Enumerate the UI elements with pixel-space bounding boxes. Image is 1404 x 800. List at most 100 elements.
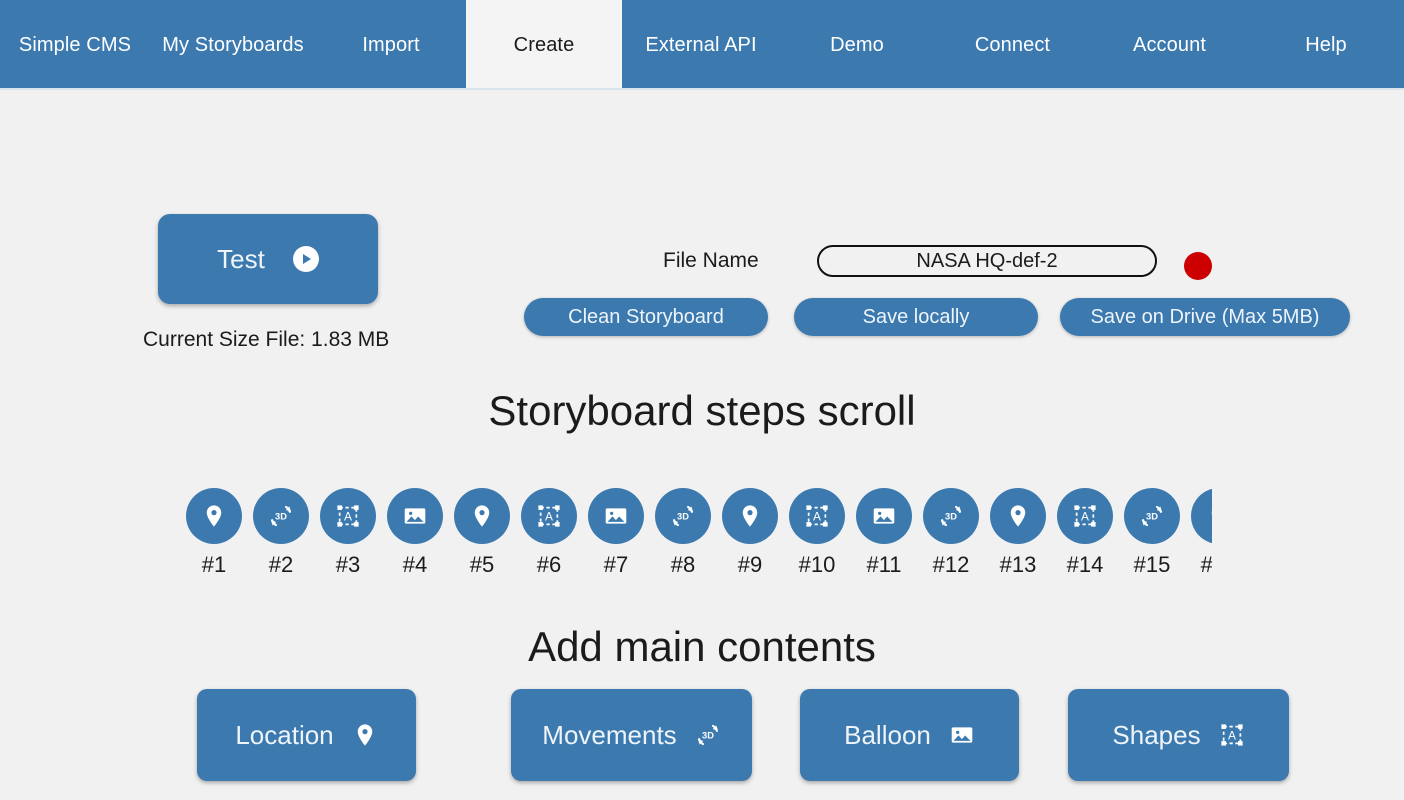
storyboard-step[interactable]: A #3 (320, 488, 376, 578)
nav-item-import[interactable]: Import (316, 0, 466, 90)
storyboard-step[interactable]: 3D #8 (655, 488, 711, 578)
storyboard-step[interactable]: #1 (186, 488, 242, 578)
shapes-text-box-icon[interactable]: A (320, 488, 376, 544)
svg-text:A: A (344, 510, 352, 524)
location-pin-icon[interactable] (722, 488, 778, 544)
content-button-label: Location (235, 719, 334, 750)
storyboard-step-label: #2 (268, 552, 294, 577)
svg-text:A: A (1228, 729, 1236, 743)
3d-rotate-icon[interactable]: 3D (1124, 488, 1180, 544)
location-pin-icon (352, 722, 378, 748)
image-icon[interactable] (856, 488, 912, 544)
3d-rotate-icon[interactable]: 3D (253, 488, 309, 544)
nav-label: Account (1133, 33, 1206, 56)
clean-storyboard-button[interactable]: Clean Storyboard (524, 298, 768, 336)
nav-label: Simple CMS (18, 33, 132, 56)
shapes-text-box-icon: A (1219, 722, 1245, 748)
3d-rotate-icon[interactable]: 3D (923, 488, 979, 544)
nav-label: External API (645, 33, 757, 56)
storyboard-steps-heading: Storyboard steps scroll (488, 387, 916, 434)
svg-text:3D: 3D (677, 511, 689, 521)
storyboard-step[interactable]: A #10 (789, 488, 845, 578)
play-icon (292, 246, 319, 272)
nav-item-simple-cms[interactable]: Simple CMS (0, 0, 150, 90)
file-name-input[interactable] (817, 245, 1157, 277)
nav-item-connect[interactable]: Connect (934, 0, 1091, 90)
record-dot-icon[interactable] (1184, 252, 1212, 280)
content-button-label: Shapes (1112, 719, 1201, 750)
nav-item-external-api[interactable]: External API (622, 0, 780, 90)
storyboard-step-label: #9 (737, 552, 763, 577)
storyboard-step[interactable]: 3D#2 (253, 488, 309, 578)
storyboard-step[interactable]: #11 (856, 488, 912, 578)
storyboard-step-label: #12 (932, 552, 970, 577)
location-pin-icon[interactable] (186, 488, 242, 544)
content-button-label: Movements (542, 719, 677, 750)
storyboard-step[interactable]: A #6 (521, 488, 577, 578)
svg-text:A: A (545, 510, 553, 524)
svg-text:A: A (813, 510, 821, 524)
storyboard-step[interactable]: #9 (722, 488, 778, 578)
storyboard-step[interactable]: #13 (990, 488, 1046, 578)
storyboard-step-label: #8 (670, 552, 696, 577)
storyboard-step-label: #7 (603, 552, 629, 577)
storyboard-step-label: #5 (469, 552, 495, 577)
nav-label: My Storyboards (162, 33, 304, 56)
image-icon[interactable] (387, 488, 443, 544)
storyboard-step-label: #3 (335, 552, 361, 577)
nav-label: Import (362, 33, 420, 56)
storyboard-step[interactable]: #5 (454, 488, 510, 578)
nav-item-demo[interactable]: Demo (780, 0, 934, 90)
nav-label: Help (1305, 33, 1347, 56)
shapes-text-box-icon[interactable]: A (1057, 488, 1113, 544)
file-name-label: File Name (663, 249, 759, 272)
create-page: Test Current Size File: 1.83 MB File Nam… (0, 90, 1404, 800)
storyboard-step-label: #1 (201, 552, 227, 577)
nav-item-my-storyboards[interactable]: My Storyboards (150, 0, 316, 90)
nav-item-account[interactable]: Account (1091, 0, 1248, 90)
location-pin-icon[interactable] (990, 488, 1046, 544)
test-button-label: Test (217, 243, 265, 274)
location-pin-icon[interactable] (1191, 488, 1212, 544)
add-main-contents-heading: Add main contents (528, 623, 876, 670)
current-size-file-text: Current Size File: 1.83 MB (143, 328, 390, 351)
3d-rotate-icon[interactable]: 3D (655, 488, 711, 544)
shapes-text-box-icon[interactable]: A (521, 488, 577, 544)
svg-text:3D: 3D (702, 730, 714, 740)
storyboard-step-label: #4 (402, 552, 428, 577)
storyboard-step[interactable]: #4 (387, 488, 443, 578)
svg-text:3D: 3D (1146, 511, 1158, 521)
shapes-text-box-icon[interactable]: A (789, 488, 845, 544)
3d-rotate-icon: 3D (695, 722, 721, 748)
storyboard-step[interactable]: A #14 (1057, 488, 1113, 578)
image-icon[interactable] (588, 488, 644, 544)
storyboard-step-label: #13 (999, 552, 1037, 577)
storyboard-step-label: #10 (798, 552, 836, 577)
add-balloon-button[interactable]: Balloon (800, 689, 1019, 781)
storyboard-step[interactable]: 3D #12 (923, 488, 979, 578)
test-button[interactable]: Test (158, 214, 378, 304)
main-navigation: Simple CMS My Storyboards Import Create … (0, 0, 1404, 90)
nav-label: Create (513, 33, 575, 56)
add-movements-button[interactable]: Movements 3D (511, 689, 752, 781)
save-on-drive-button[interactable]: Save on Drive (Max 5MB) (1060, 298, 1350, 336)
storyboard-step-label: #14 (1066, 552, 1104, 577)
nav-label: Demo (830, 33, 884, 56)
image-icon (949, 722, 975, 748)
content-button-label: Balloon (844, 719, 931, 750)
add-shapes-button[interactable]: Shapes A (1068, 689, 1289, 781)
location-pin-icon[interactable] (454, 488, 510, 544)
storyboard-step-label: #11 (866, 552, 902, 577)
add-location-button[interactable]: Location (197, 689, 416, 781)
svg-text:3D: 3D (945, 511, 957, 521)
nav-item-help[interactable]: Help (1248, 0, 1404, 90)
save-locally-button[interactable]: Save locally (794, 298, 1038, 336)
storyboard-step[interactable]: #7 (588, 488, 644, 578)
nav-item-create[interactable]: Create (466, 0, 622, 90)
nav-label: Connect (974, 33, 1051, 56)
storyboard-step-label: #6 (536, 552, 562, 577)
storyboard-step-label: #15 (1133, 552, 1171, 577)
storyboard-step[interactable]: #16 (1191, 488, 1212, 578)
storyboard-step[interactable]: 3D #15 (1124, 488, 1180, 578)
